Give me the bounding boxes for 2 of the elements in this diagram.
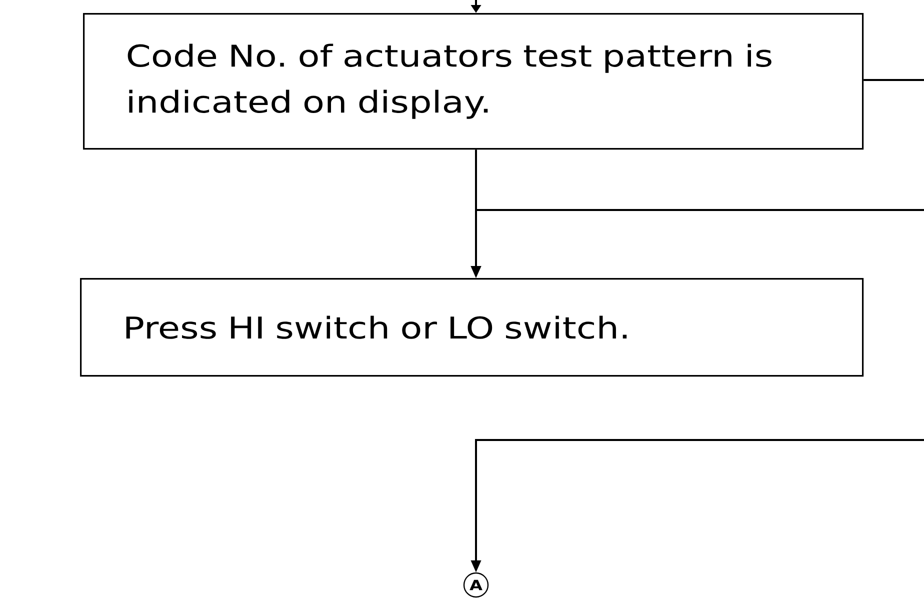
process-box: Press HI switch or LO switch. — [80, 278, 864, 377]
process-box: Code No. of actuators test pattern is indicated on display. — [83, 13, 864, 150]
